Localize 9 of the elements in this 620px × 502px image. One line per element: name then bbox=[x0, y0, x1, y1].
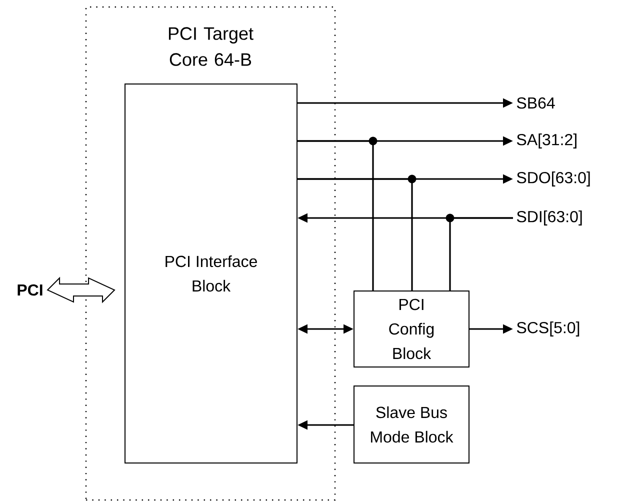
signal-label: SB64 bbox=[516, 97, 555, 109]
signal-label: SA[31:2] bbox=[516, 134, 576, 148]
signal-label: SDO[63:0] bbox=[516, 172, 590, 186]
block-box: PCI Config Block bbox=[354, 290, 470, 368]
signal-label: SCS[5:0] bbox=[516, 322, 580, 336]
signal-label: SDI[63:0] bbox=[516, 210, 582, 226]
bus-label: PCI bbox=[18, 284, 42, 296]
block-box: Slave Bus Mode Block bbox=[354, 386, 470, 464]
block-box: PCI Interface Block bbox=[124, 84, 298, 464]
